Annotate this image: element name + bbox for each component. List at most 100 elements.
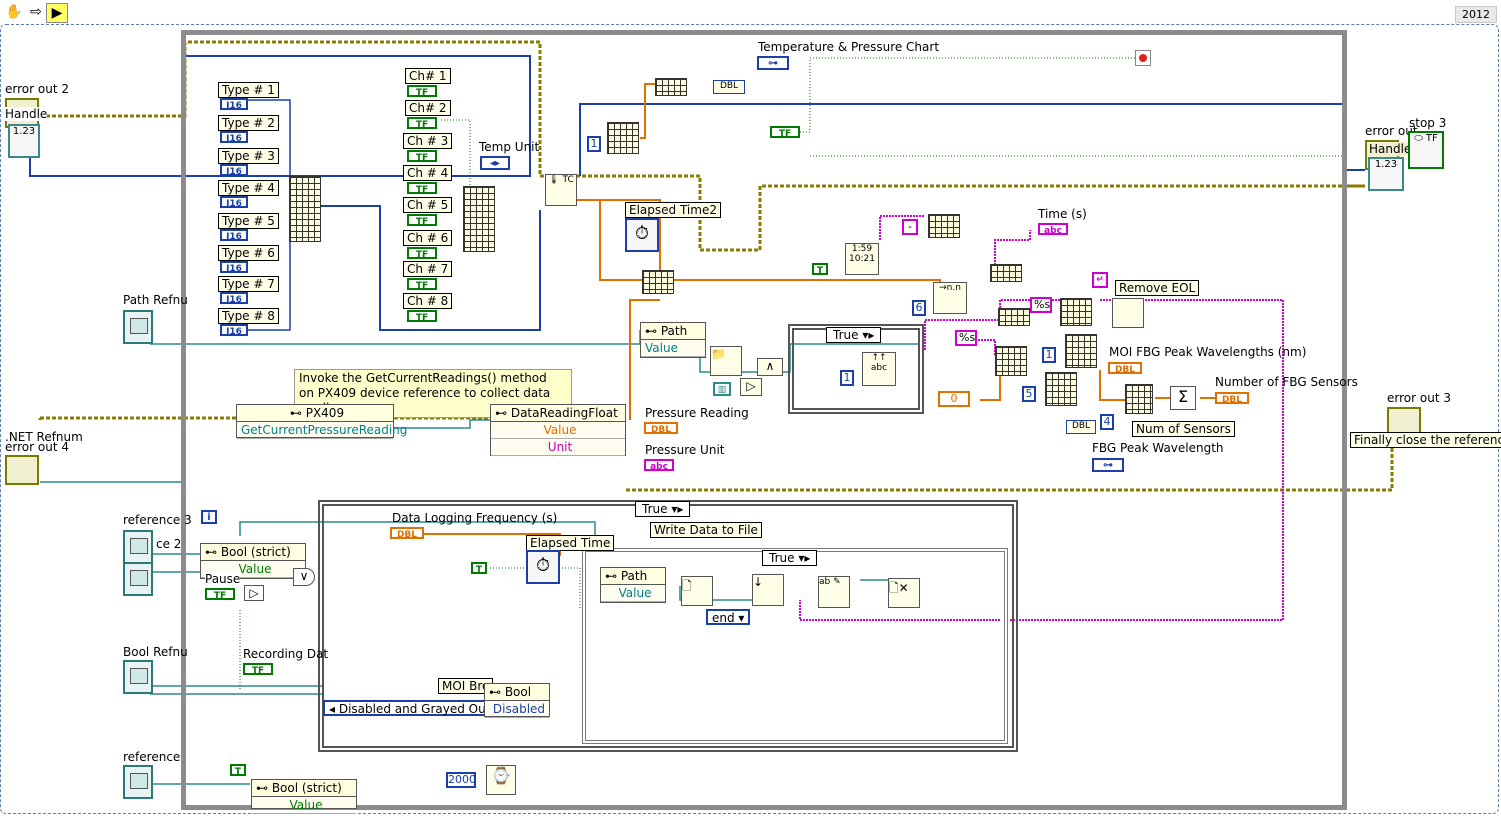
write-text-node[interactable]: ab ✎ [818, 576, 850, 608]
hand-tool-icon[interactable]: ✋ [5, 4, 23, 20]
const-one-3[interactable]: 1 [1042, 347, 1056, 363]
reference-3-terminal[interactable] [123, 530, 153, 564]
ch-7-terminal[interactable]: TF [407, 278, 437, 291]
end-enum[interactable]: end ▾ [706, 609, 751, 625]
build-path-node[interactable]: 📁 [710, 346, 742, 376]
temp-unit-terminal[interactable]: ◂▸ [480, 156, 510, 170]
type-3-terminal[interactable]: I16 [220, 164, 248, 177]
ch-2-terminal[interactable]: TF [407, 117, 437, 130]
case-selector-write[interactable]: True ▾▸ [635, 501, 691, 517]
format-into-string-node[interactable] [1060, 298, 1092, 326]
not-node[interactable]: ▷ [740, 378, 762, 396]
open-file-node[interactable]: 🗋 [681, 576, 713, 606]
const-four[interactable]: 4 [1100, 414, 1114, 430]
bool-strict-property-node-2[interactable]: ⊷ Bool (strict) Value [251, 779, 357, 814]
reference-2-terminal[interactable] [123, 562, 153, 596]
const-zero[interactable]: 0 [938, 391, 970, 407]
data-reading-property-node[interactable]: ⊷ DataReadingFloat Value Unit [490, 404, 626, 456]
and-node[interactable]: ∧ [757, 358, 783, 376]
type-2-terminal[interactable]: I16 [220, 131, 248, 144]
reference-terminal[interactable] [123, 765, 153, 799]
concat-node-2[interactable] [990, 264, 1022, 282]
true-constant-2[interactable]: T [471, 562, 487, 575]
sum-node[interactable]: Σ [1170, 386, 1196, 410]
temp-pressure-chart-terminal[interactable]: ⊶ [757, 56, 789, 70]
moi-fbg-peak-terminal[interactable]: DBL [1108, 362, 1142, 375]
bool-strict-property-node[interactable]: ⊷ Bool (strict) Value [200, 543, 306, 579]
dash-string-constant[interactable]: - [902, 219, 918, 235]
const-one-1[interactable]: 1 [587, 136, 601, 152]
wait-ms-node[interactable]: ⌚ [486, 765, 516, 795]
type-8-terminal[interactable]: I16 [220, 324, 248, 337]
px409-invoke-node[interactable]: ⊷ PX409 GetCurrentPressureReading [236, 404, 407, 439]
array-subset-node[interactable] [1065, 334, 1097, 368]
ch-1-terminal[interactable]: TF [407, 85, 437, 98]
path-property-node[interactable]: ⊷ Path Value [640, 322, 706, 358]
type-5-terminal[interactable]: I16 [220, 229, 248, 242]
elapsed-time-2-icon[interactable]: ⏱ [625, 218, 659, 252]
ch-5-terminal[interactable]: TF [407, 214, 437, 227]
time-s-terminal[interactable]: abc [1038, 223, 1068, 236]
data-logging-freq-terminal[interactable]: DBL [390, 527, 424, 540]
bundle-fbg-node[interactable]: DBL [1066, 420, 1096, 434]
array-to-string-node[interactable]: ↑↑ abc [862, 352, 896, 386]
bundle-dbl-node[interactable]: DBL [713, 80, 745, 94]
concat-node-1[interactable] [928, 214, 960, 238]
concat-node-3[interactable] [998, 308, 1030, 326]
case-selector-inner[interactable]: True ▾▸ [762, 550, 818, 566]
handle-terminal-right[interactable]: 1.23 [1368, 157, 1404, 191]
pressure-unit-terminal[interactable]: abc [644, 459, 674, 472]
index-array-node[interactable] [995, 346, 1027, 376]
fbg-peak-wavelength-terminal[interactable]: ⊶ [1092, 458, 1124, 472]
not-node-2[interactable]: ▷ [244, 585, 264, 601]
remove-eol-node[interactable] [1112, 298, 1144, 328]
true-constant-1[interactable]: T [812, 263, 828, 276]
stop-3-terminal[interactable]: ⬭ TF [1408, 131, 1444, 169]
set-file-position-node[interactable]: ↓ [752, 574, 784, 606]
elapsed-time-icon[interactable]: ⏱ [526, 550, 560, 584]
ch-3-terminal[interactable]: TF [407, 150, 437, 163]
number-of-fbg-terminal[interactable]: DBL [1215, 392, 1249, 405]
const-2000[interactable]: 2000 [446, 772, 476, 788]
net-refnum-terminal[interactable] [5, 455, 39, 485]
pressure-reading-terminal[interactable]: DBL [644, 422, 678, 435]
highlight-execution-icon[interactable]: ▶ [46, 3, 68, 23]
handle-terminal[interactable]: 1.23 [8, 124, 40, 158]
pause-terminal[interactable]: TF [205, 588, 235, 601]
split-array-node[interactable] [1045, 372, 1077, 406]
type-6-terminal[interactable]: I16 [220, 261, 248, 274]
disabled-grayed-enum[interactable]: ◂ Disabled and Grayed Out ▾ [323, 700, 507, 716]
stop-indicator[interactable] [1135, 50, 1151, 66]
format-pct-s-1[interactable]: %s [1030, 297, 1052, 313]
recording-data-terminal[interactable]: TF [243, 663, 273, 676]
path-property-node-2[interactable]: ⊷ Path Value [600, 567, 666, 603]
bool-disabled-property-node[interactable]: ⊷ Bool Disabled [484, 683, 550, 718]
type-7-terminal[interactable]: I16 [220, 292, 248, 305]
case-selector-array[interactable]: True ▾▸ [826, 327, 882, 343]
bool-refnum-terminal[interactable] [123, 660, 153, 694]
ch-4-terminal[interactable]: TF [407, 182, 437, 195]
path-constant[interactable]: ▥ [713, 382, 731, 396]
ch-8-terminal[interactable]: TF [407, 310, 437, 323]
build-array-node-1[interactable] [607, 122, 639, 154]
eol-constant[interactable]: ↵ [1092, 272, 1108, 288]
run-arrow-icon[interactable]: ⇨ [30, 4, 42, 20]
build-array-channel-node[interactable] [463, 186, 495, 252]
or-node[interactable]: ∨ [293, 568, 315, 586]
true-constant-3[interactable]: T [230, 764, 246, 777]
number-to-string-node[interactable]: →n.n [933, 282, 967, 314]
type-1-terminal[interactable]: I16 [220, 98, 248, 111]
format-pct-s-2[interactable]: %s [955, 330, 977, 346]
format-date-time-node[interactable]: 1:59 10:21 [845, 243, 879, 275]
bundle-node[interactable] [655, 78, 687, 96]
path-refnum-terminal[interactable] [123, 310, 153, 344]
close-file-node[interactable]: 🗋✕ [888, 578, 920, 608]
ch-6-terminal[interactable]: TF [407, 247, 437, 260]
const-one-2[interactable]: 1 [840, 370, 854, 386]
array-size-node[interactable] [1125, 384, 1153, 414]
tf-constant-chart[interactable]: TF [770, 126, 800, 139]
build-array-node-2[interactable] [642, 270, 674, 294]
type-4-terminal[interactable]: I16 [220, 196, 248, 209]
build-array-type-node[interactable] [289, 176, 321, 242]
thermocouple-node[interactable]: 🌡 TC [545, 174, 577, 206]
